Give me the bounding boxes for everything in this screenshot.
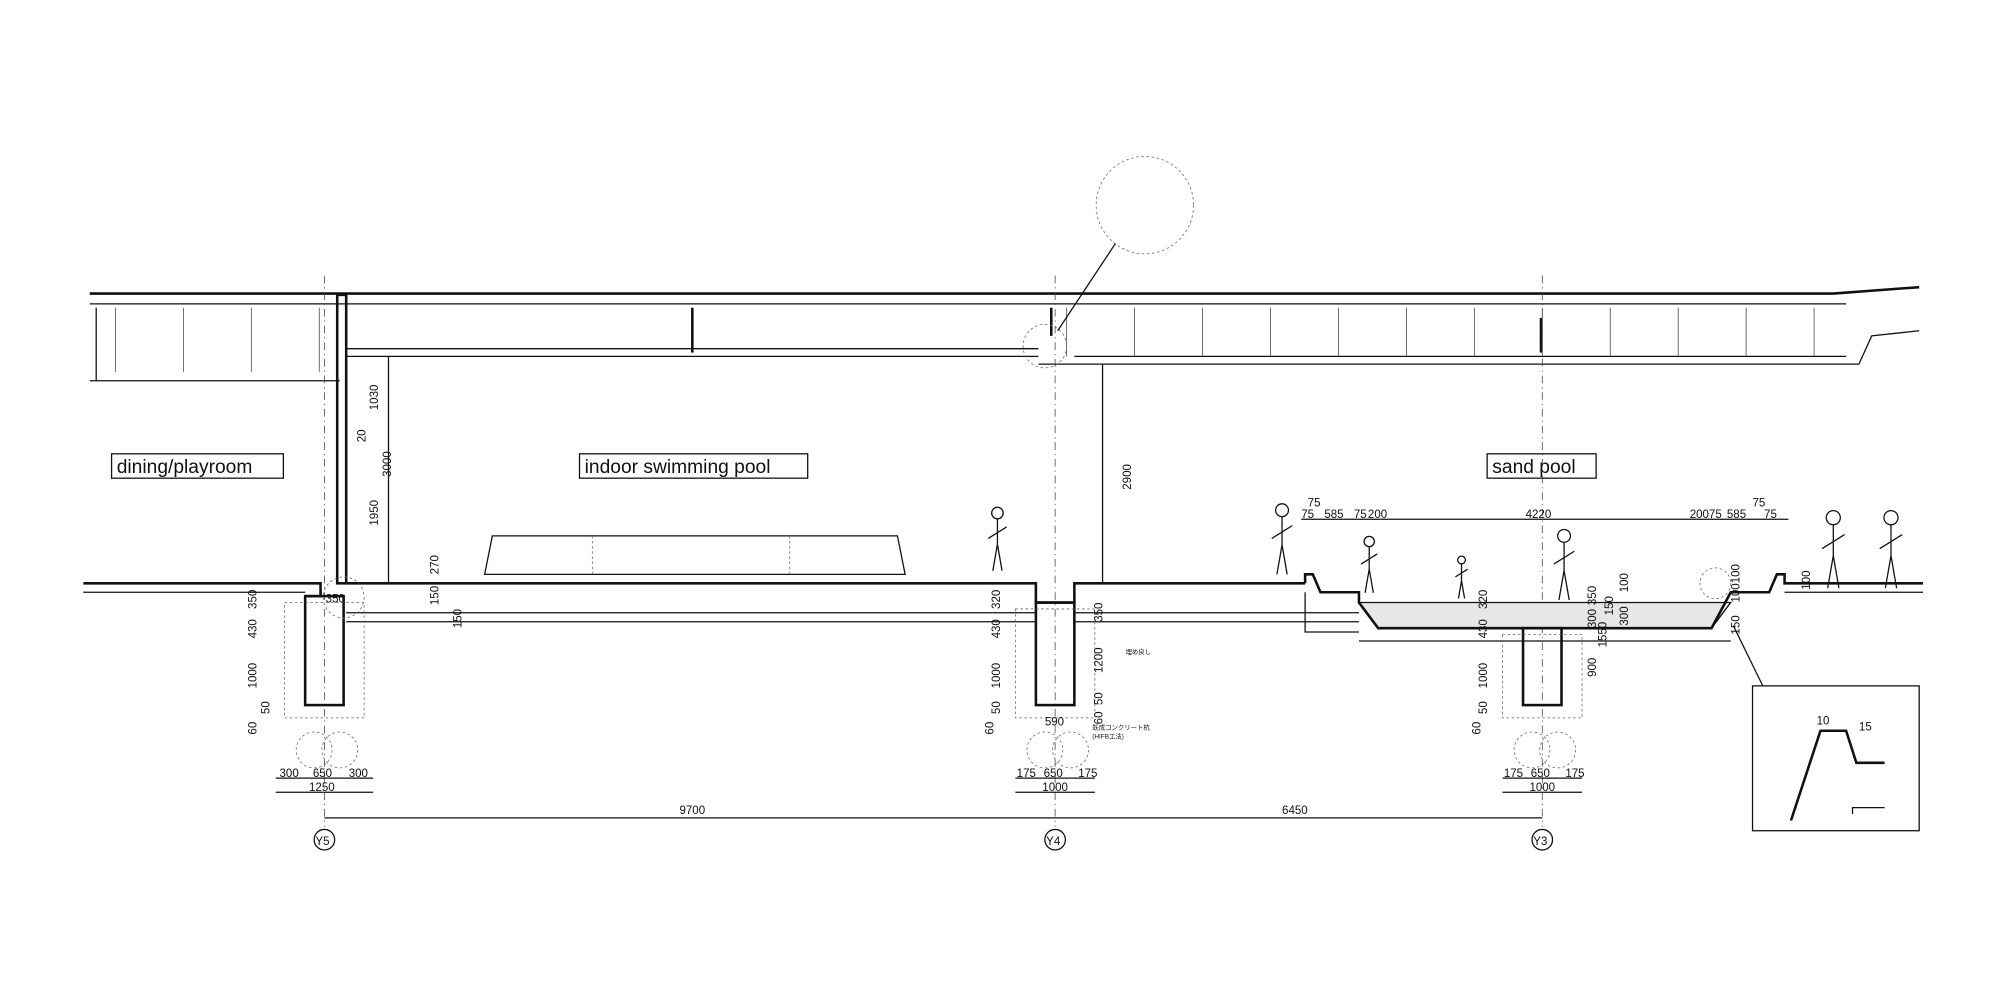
dim-y4-total: 1000 [1042,782,1068,794]
dim-y4-w3: 175 [1078,768,1097,780]
detail-dim-a: 10 [1817,715,1830,727]
dim-step: 150 [429,586,441,605]
dim-y5-total: 1250 [309,782,335,794]
grid-marker-y4: Y4 [1046,836,1061,848]
person-figure [1821,509,1845,589]
dim-y3-r9: 100 [1731,583,1743,602]
dim-y3-r3: 1550 [1597,622,1609,648]
detail-callout: 10 15 [322,156,1920,832]
width-dimensions: 300 650 300 1250 590 175 650 175 1000 17… [275,497,1789,819]
dim-sand-left-2: 585 [1324,509,1343,521]
room-labels: dining/playroom indoor swimming pool san… [110,453,1597,479]
dim-bench: 270 [429,555,441,574]
dim-ceiling: 3000 [382,451,394,477]
floor-slab [83,535,1359,623]
dim-roof-beam: 1030 [369,385,381,411]
grid-marker-y3: Y3 [1533,836,1547,848]
dim-y3-d4: 50 [1478,701,1490,714]
dim-y3-w2: 650 [1531,768,1550,780]
dim-y4-r1: 350 [1094,603,1106,622]
dim-y4-w2: 650 [1044,768,1063,780]
dim-y5-w3: 300 [349,768,368,780]
dim-y3-r1: 350 [1587,586,1599,605]
dim-y3-d3: 1000 [1478,663,1490,689]
dim-y5-d5: 60 [247,722,259,735]
dim-y4-d1: 320 [991,590,1003,609]
dim-y4-ceiling: 2900 [1122,464,1134,490]
grid-lines [324,275,1543,827]
dim-y3-r2: 300 [1587,609,1599,628]
roof-structure [89,285,1920,382]
dim-y3-r11: 100 [1801,570,1813,589]
person-figure [1455,555,1469,599]
footings [284,594,1583,769]
grid-marker-y5: Y5 [315,836,329,848]
dim-y3-d1: 320 [1478,590,1490,609]
dim-y3-total: 1000 [1529,782,1555,794]
dim-y3-d2: 430 [1478,619,1490,638]
dim-y4-d5: 60 [985,722,997,735]
dim-y4-r3: 50 [1094,692,1106,705]
label-dining-playroom: dining/playroom [117,457,253,478]
dim-y4-w1: 175 [1017,768,1036,780]
dim-y4-d4: 50 [991,701,1003,714]
dim-y3-w1: 175 [1504,768,1523,780]
column [335,293,1104,585]
dim-y3-r5: 150 [1604,596,1616,615]
dim-y5-d4: 50 [260,701,272,714]
dim-y5-w1: 300 [280,768,299,780]
dim-y4-d2: 430 [991,619,1003,638]
person-figure [1271,503,1293,575]
dim-sand-center: 4220 [1526,509,1552,521]
dim-y4-r2: 1200 [1094,647,1106,673]
person-figure [1360,535,1378,593]
dim-y3-d5: 60 [1472,722,1484,735]
person-figure [1879,509,1903,589]
dim-y3-r7: 100 [1619,573,1631,592]
dim-y4-r4: 60 [1094,712,1106,725]
dim-sand-right-2: 585 [1727,509,1746,521]
dim-y3-w3: 175 [1565,768,1584,780]
grid-markers: Y5 Y4 Y3 [313,828,1554,851]
height-dimensions: 1030 20 3000 1950 2900 270 150 150 350 3… [247,385,1813,741]
dim-y3-r10: 100 [1731,564,1743,583]
dim-y5-top: 350 [326,594,345,606]
person-figure [987,506,1008,571]
dim-y4-pile: 590 [1045,717,1064,729]
dim-y4-d3: 1000 [991,663,1003,689]
dim-sand-left-1: 75 [1301,509,1314,521]
dim-sand-right-0: 200 [1690,509,1709,521]
label-sand-pool: sand pool [1492,457,1575,478]
dim-sand-right-3: 75 [1753,497,1766,509]
note-pile: 既成コンクリート杭 [1092,722,1150,731]
dim-sand-left-3: 75 [1354,509,1367,521]
dim-sand-right-1: 75 [1709,509,1722,521]
dim-y3-r6: 300 [1619,606,1631,625]
dim-y5-d1: 350 [247,590,259,609]
note-method: (HIFB工法) [1092,731,1124,740]
dim-opening: 1950 [369,500,381,526]
dim-y3-r8: 150 [1731,615,1743,634]
dim-y5-w2: 650 [313,768,332,780]
detail-dim-b: 15 [1859,722,1872,734]
dim-span-y5-y4: 9700 [680,805,706,817]
people-figures [987,503,1903,601]
dim-y5-d3: 1000 [247,663,259,689]
person-figure [1553,528,1575,601]
dim-y5-d2: 430 [247,619,259,638]
dim-sand-right-4: 75 [1764,509,1777,521]
dim-span-y4-y3: 6450 [1282,805,1308,817]
dim-y3-r4: 900 [1587,658,1599,677]
dim-gap: 20 [356,429,368,442]
note-backfill: 埋め戻し [1126,647,1152,656]
dim-sand-left-0: 75 [1308,497,1321,509]
dim-sand-left-4: 200 [1368,509,1387,521]
label-indoor-swimming-pool: indoor swimming pool [585,457,771,478]
dim-slab: 150 [453,609,465,628]
